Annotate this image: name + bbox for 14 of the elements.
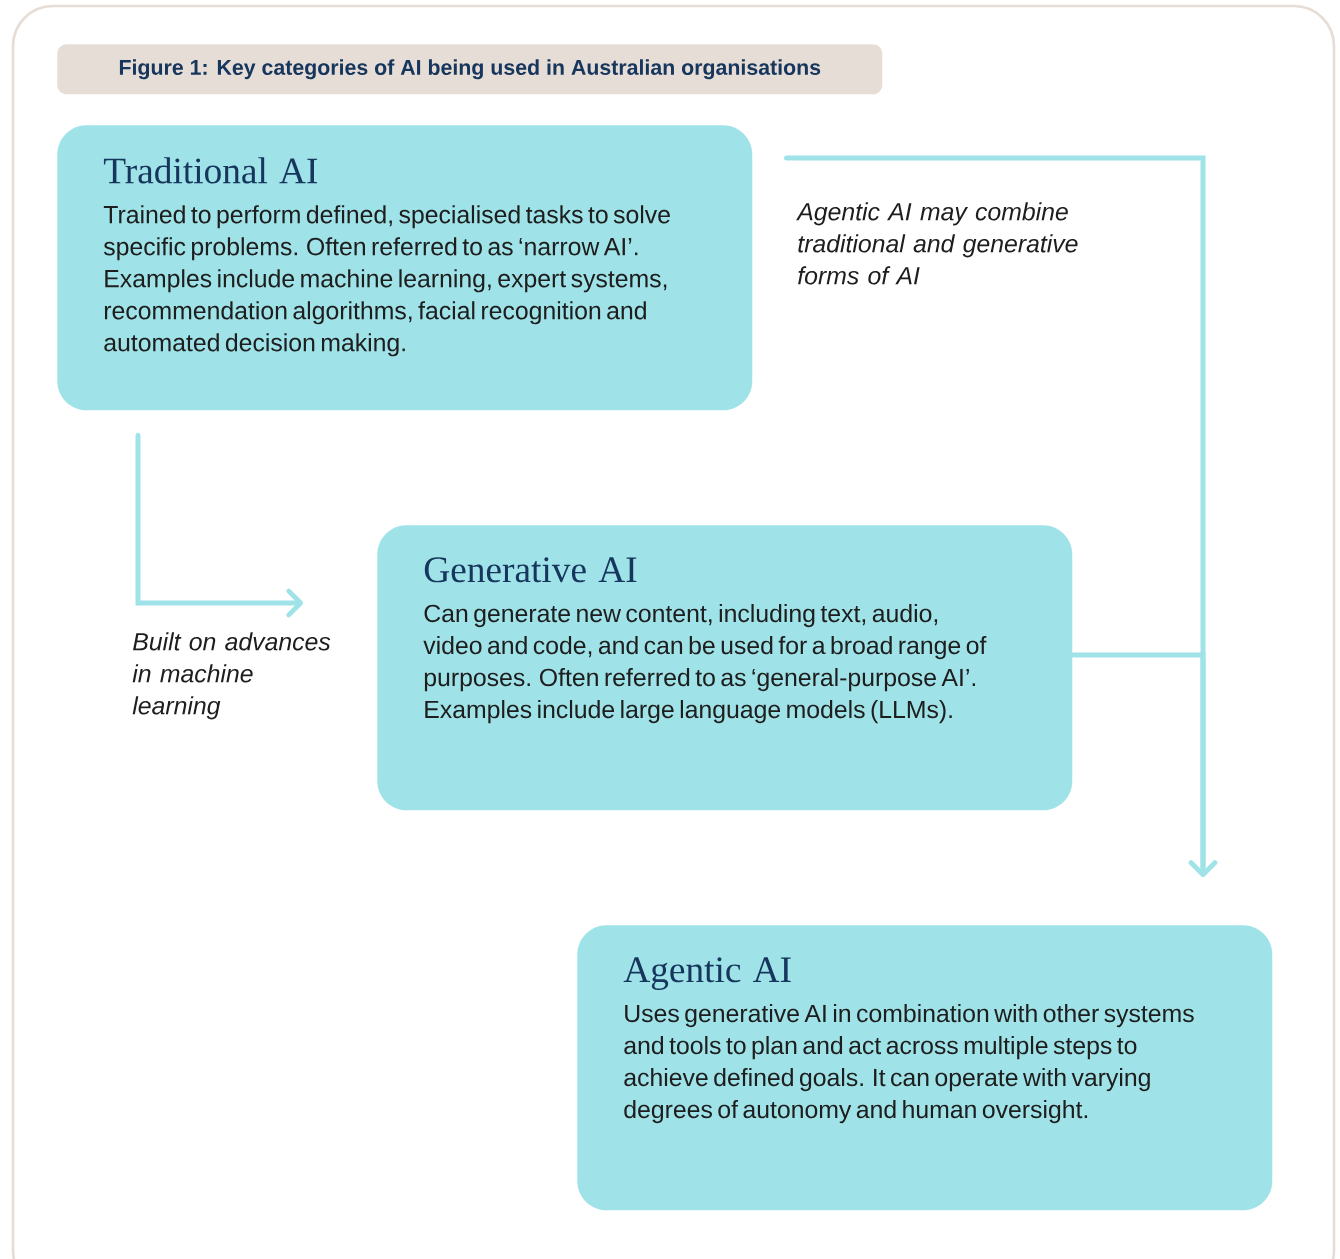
box-text: Uses generative AI in combination with other systems and tools to plan and act across multiple steps to achieve defined goals. It can operate with varying degrees of autonomy and human oversight.	[624, 1004, 1194, 1124]
figure-title: Figure 1: Key categories of AI being used in Australian organisations	[57, 44, 883, 95]
edge-label: Built on advances in machine learning	[132, 632, 331, 720]
box-heading: Traditional AI	[103, 157, 318, 184]
category-box	[377, 525, 1073, 811]
box-heading: Generative AI	[424, 557, 637, 583]
box-text: Trained to perform defined, specialised tasks to solve specific problems. Often referred to as ‘narrow AI’. Examples include machine learning, expert systems, recommendation algorithms, facial recognition and automated decision making.	[103, 205, 670, 357]
box-heading: Agentic AI	[623, 957, 791, 991]
arrow	[135, 433, 303, 618]
edge-label: Agentic AI may combine traditional and generative forms of AI	[796, 202, 1078, 285]
arrow	[1070, 652, 1218, 877]
category-box	[57, 125, 753, 411]
category-box	[577, 925, 1273, 1211]
box-text: Can generate new content, including text, audio, video and code, and can be used for a broad range of purposes. Often referred to as ‘general-purpose AI’. Examples include large language models (LLMs).	[423, 604, 987, 724]
